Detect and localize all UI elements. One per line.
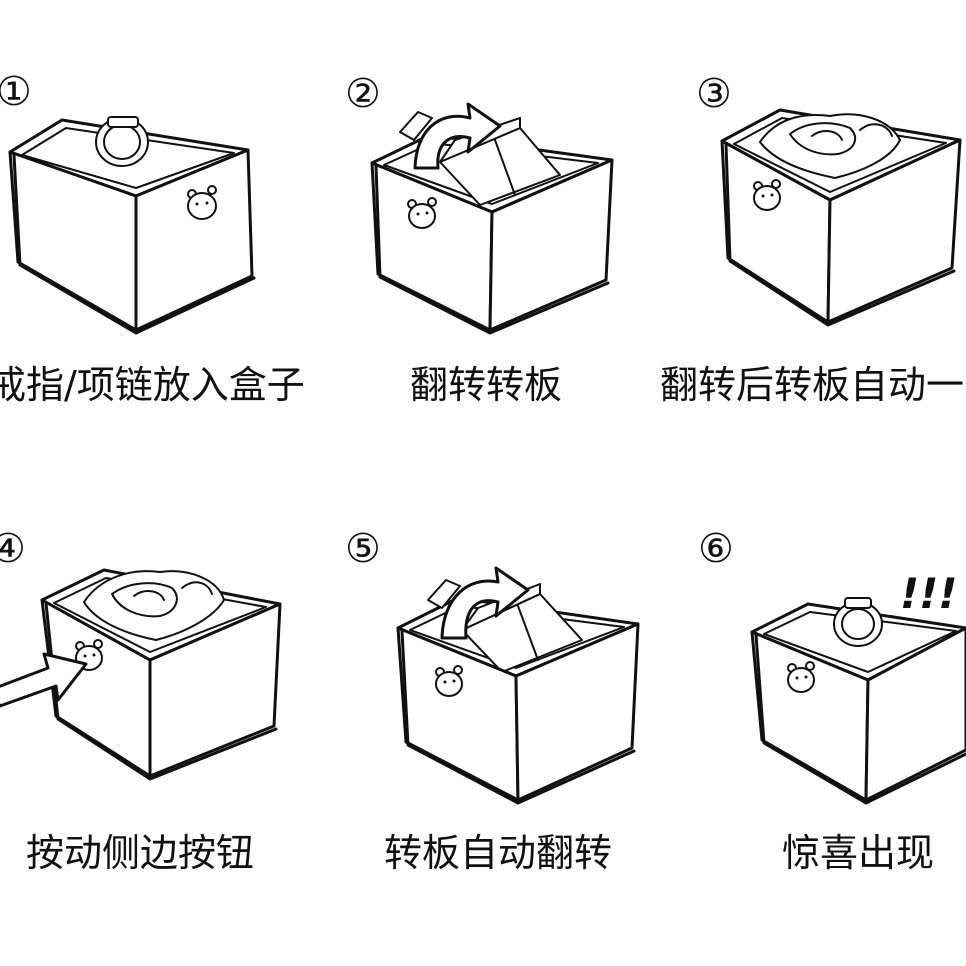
step-4-box <box>0 568 282 781</box>
step-5: ⑤ 转板自动翻转 <box>345 526 640 875</box>
step-5-caption: 转板自动翻转 <box>384 831 612 875</box>
step-6-caption: 惊喜出现 <box>782 831 934 875</box>
bear-button-icon <box>187 185 217 220</box>
step-2: ② 翻转转 <box>345 71 614 407</box>
step-1: ① 戒指/项链放入盒子 <box>0 69 305 407</box>
bear-button-icon <box>787 661 815 693</box>
step-3: ③ 翻转后转板自动一 <box>660 71 964 407</box>
step-5-number: ⑤ <box>345 526 381 572</box>
step-1-caption: 戒指/项链放入盒子 <box>0 363 305 407</box>
ring-icon <box>95 116 149 167</box>
rose-icon <box>83 570 225 641</box>
step-1-number: ① <box>0 69 32 115</box>
step-6-box: !!! <box>750 569 966 805</box>
step-2-caption: 翻转转板 <box>410 363 562 407</box>
bear-button-icon <box>435 665 463 697</box>
rose-icon <box>759 113 901 179</box>
flip-arrow-icon <box>399 102 502 170</box>
step-3-caption: 翻转后转板自动一 <box>660 363 964 407</box>
bear-button-icon <box>75 639 103 671</box>
step-2-number: ② <box>345 71 381 117</box>
surprise-exclamation: !!! <box>900 569 957 618</box>
step-5-box <box>396 566 640 805</box>
step-4-caption: 按动侧边按钮 <box>26 831 254 875</box>
step-2-box <box>370 102 614 335</box>
step-4-number: ④ <box>0 526 26 572</box>
step-3-box <box>720 108 962 327</box>
ring-icon <box>833 597 883 647</box>
flip-arrow-icon <box>427 566 530 640</box>
step-1-box <box>8 116 256 335</box>
step-3-number: ③ <box>696 71 732 117</box>
bear-button-icon <box>753 179 781 211</box>
step-6: ⑥ !!! 惊喜出现 <box>698 526 966 875</box>
push-arrow-icon <box>0 652 88 708</box>
step-4: ④ 按动侧边按钮 <box>0 526 282 875</box>
step-6-number: ⑥ <box>698 526 734 572</box>
bear-button-icon <box>407 197 437 229</box>
